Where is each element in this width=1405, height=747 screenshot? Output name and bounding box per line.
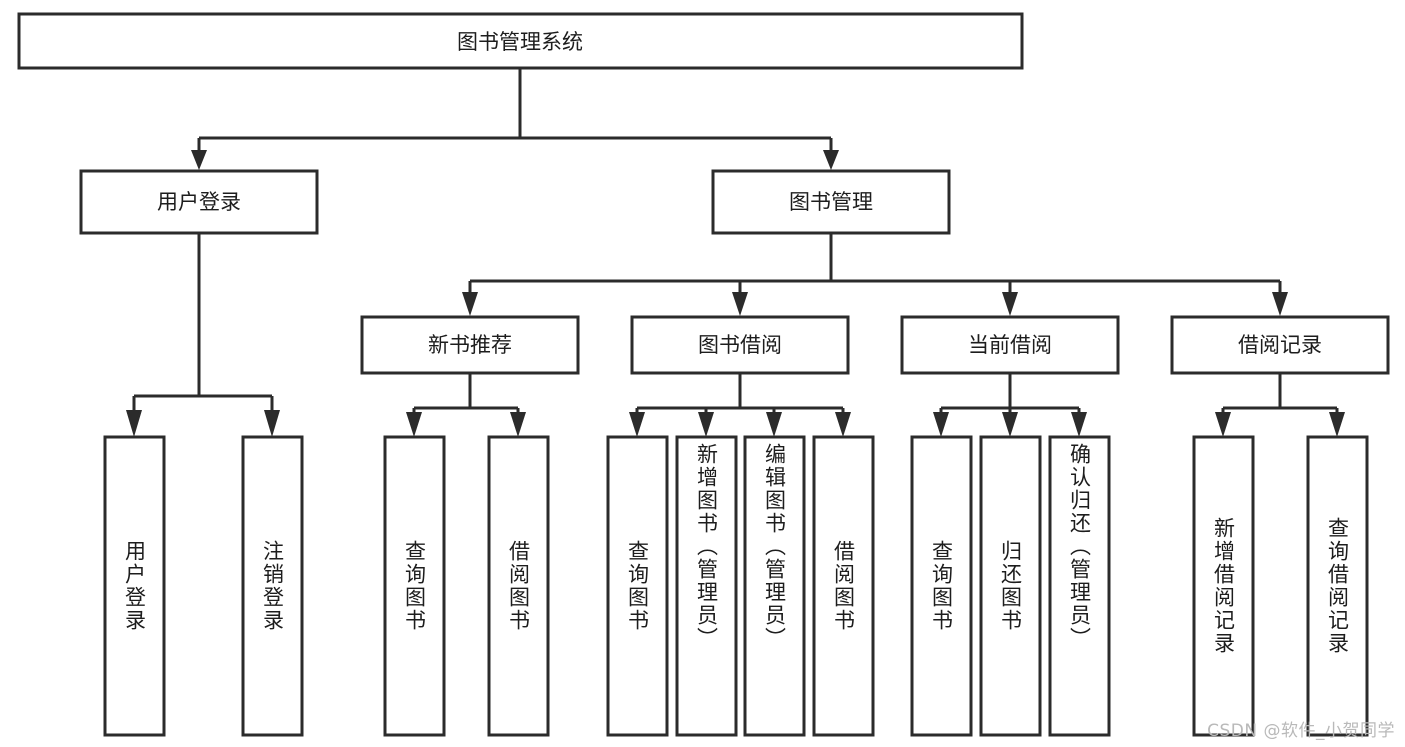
node-new-book-recommend[interactable]: 新书推荐 — [360, 315, 580, 375]
node-root[interactable]: 图书管理系统 — [17, 12, 1024, 70]
arrow-head-current-borrow — [1002, 292, 1018, 316]
connector-book-borrow-to-leaves — [629, 373, 851, 437]
leaf-box-book-borrow-3[interactable] — [743, 435, 806, 737]
node-current-borrow[interactable]: 当前借阅 — [900, 315, 1120, 375]
arrow-head-book-mgmt — [823, 150, 839, 170]
leaf-box-borrow-record-2[interactable] — [1306, 435, 1369, 737]
leaf-box-book-borrow-4[interactable] — [812, 435, 875, 737]
node-book-borrow-box[interactable] — [630, 315, 850, 375]
arrow-head-user-login — [191, 150, 207, 170]
node-root-label: 图书管理系统 — [457, 30, 583, 54]
leaf-box-current-borrow-1[interactable] — [910, 435, 973, 737]
node-book-management-box[interactable] — [711, 169, 951, 235]
arrow-head-leaf-b4 — [835, 412, 851, 437]
node-new-book-recommend-box[interactable] — [360, 315, 580, 375]
leaf-box-current-borrow-3[interactable] — [1048, 435, 1111, 737]
node-book-management[interactable]: 图书管理 — [711, 169, 951, 235]
connector-borrow-record-to-leaves — [1215, 373, 1345, 437]
leaf-box-borrow-record-1[interactable] — [1192, 435, 1255, 737]
connector-root-to-level2 — [191, 68, 839, 170]
connector-current-borrow-to-leaves — [933, 373, 1087, 437]
arrow-head-book-borrow — [732, 292, 748, 316]
node-book-borrow-label: 图书借阅 — [698, 333, 782, 357]
leaf-box-book-borrow-1[interactable] — [606, 435, 669, 737]
arrow-head-leaf-b2 — [698, 412, 714, 437]
leaf-box-current-borrow-2[interactable] — [979, 435, 1042, 737]
arrow-head-leaf-u1 — [126, 410, 142, 437]
leaf-box-user-login-1[interactable] — [103, 435, 166, 737]
csdn-watermark: CSDN @软件_小贺同学 — [1207, 721, 1395, 741]
arrow-head-leaf-c2 — [1002, 412, 1018, 437]
arrow-head-leaf-r1 — [1215, 412, 1231, 437]
arrow-head-new-book — [462, 292, 478, 316]
arrow-head-leaf-n2 — [510, 412, 526, 437]
node-user-login[interactable]: 用户登录 — [79, 169, 319, 235]
node-borrow-record-box[interactable] — [1170, 315, 1390, 375]
node-new-book-recommend-label: 新书推荐 — [428, 333, 512, 357]
arrow-head-leaf-u2 — [264, 410, 280, 437]
arrow-head-leaf-r2 — [1329, 412, 1345, 437]
node-borrow-record-label: 借阅记录 — [1238, 333, 1322, 357]
leaf-box-book-borrow-2[interactable] — [675, 435, 738, 737]
node-current-borrow-label: 当前借阅 — [968, 333, 1052, 357]
arrow-head-leaf-b1 — [629, 412, 645, 437]
node-borrow-record[interactable]: 借阅记录 — [1170, 315, 1390, 375]
connector-user-login-to-leaves — [126, 233, 280, 437]
arrow-head-borrow-record — [1272, 292, 1288, 316]
arrow-head-leaf-c3 — [1071, 412, 1087, 437]
node-book-borrow[interactable]: 图书借阅 — [630, 315, 850, 375]
arrow-head-leaf-n1 — [406, 412, 422, 437]
connector-new-book-to-leaves — [406, 373, 526, 437]
leaf-box-user-login-2[interactable] — [241, 435, 304, 737]
node-root-box[interactable] — [17, 12, 1024, 70]
leaf-box-new-book-1[interactable] — [383, 435, 446, 737]
node-book-management-label: 图书管理 — [789, 190, 873, 214]
arrow-head-leaf-c1 — [933, 412, 949, 437]
node-user-login-label: 用户登录 — [157, 190, 241, 214]
arrow-head-leaf-b3 — [766, 412, 782, 437]
node-current-borrow-box[interactable] — [900, 315, 1120, 375]
leaf-box-new-book-2[interactable] — [487, 435, 550, 737]
connector-book-mgmt-to-level3 — [462, 233, 1288, 316]
